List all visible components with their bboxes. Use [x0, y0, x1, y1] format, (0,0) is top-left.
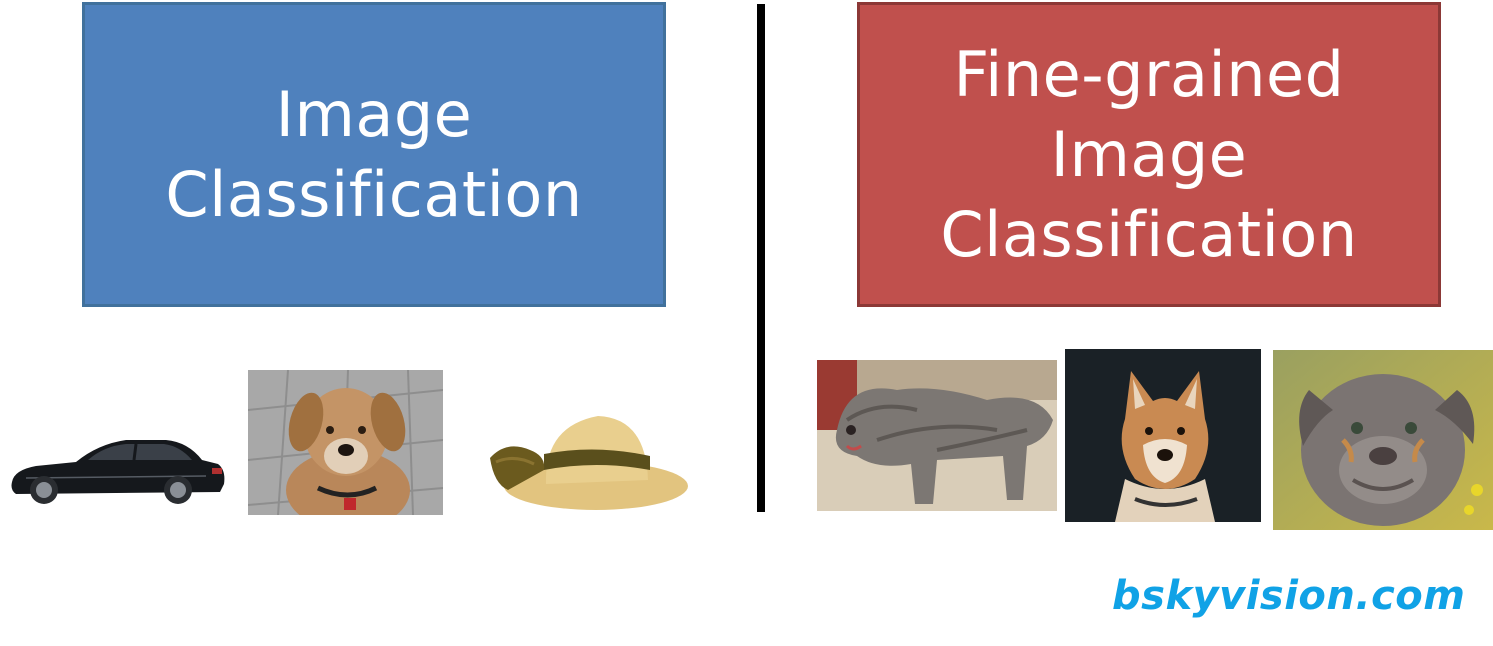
- box-title-line-2: Image: [1050, 117, 1248, 191]
- watermark-text: bskyvision.com: [1112, 573, 1466, 619]
- shiba-inu-photo: [1065, 349, 1261, 522]
- bulldog-photo: [1273, 350, 1493, 530]
- fine-grained-classification-box: Fine-grained Image Classification: [857, 2, 1441, 307]
- image-classification-box: Image Classification: [82, 2, 666, 307]
- box-title-line-1: Image: [275, 77, 473, 151]
- box-title-line-1: Fine-grained: [953, 37, 1345, 111]
- hat-photo: [490, 416, 688, 510]
- bearded-collie-photo: [817, 360, 1057, 511]
- dog-photo: [248, 370, 443, 515]
- car-photo: [11, 440, 225, 504]
- box-title-line-2: Classification: [165, 157, 583, 231]
- vertical-divider: [757, 4, 765, 512]
- box-title-line-3: Classification: [940, 197, 1358, 271]
